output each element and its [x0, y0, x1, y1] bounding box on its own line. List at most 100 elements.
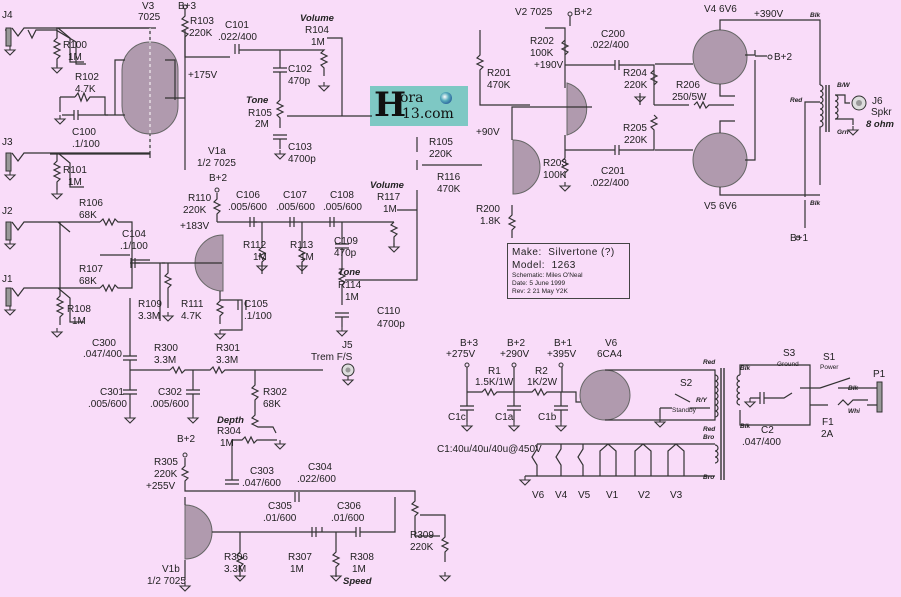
label-b2-v4: B+2	[774, 52, 793, 63]
value-r200: 1.8K	[480, 216, 501, 227]
label-r103: R103	[190, 16, 214, 27]
label-wire-red-ps1: Red	[703, 359, 716, 366]
label-v1a-voltage: +183V	[180, 221, 210, 232]
heater-label-1: V4	[555, 490, 568, 501]
label-v5: V5 6V6	[704, 201, 737, 212]
label-r301: R301	[216, 343, 240, 354]
heater-label-0: V6	[532, 490, 545, 501]
label-v3: V3	[142, 1, 155, 12]
value-r114: 1M	[345, 292, 359, 303]
watermark-line2: 13.com	[402, 106, 454, 122]
label-r204: R204	[623, 68, 647, 79]
model-label: Model:	[512, 260, 546, 271]
label-r308: R308	[350, 552, 374, 563]
value-c301: .005/600	[88, 399, 127, 410]
schematic-date: Date: 5 June 1999	[512, 280, 566, 287]
jack-j2-icon	[5, 221, 12, 241]
label-r108: R108	[67, 304, 91, 315]
label-v1b-voltage: +255V	[146, 481, 176, 492]
value-c300: .047/400	[83, 349, 122, 360]
value-r111: 4.7K	[181, 311, 202, 322]
label-r114: R114	[338, 280, 362, 291]
value-c306: .01/600	[331, 513, 365, 524]
tube-v5	[655, 60, 820, 196]
label-j2: J2	[2, 206, 13, 217]
value-c304: .022/600	[297, 474, 336, 485]
label-b2-v1b: B+2	[177, 434, 196, 445]
value-c302: .005/600	[150, 399, 189, 410]
label-r100: R100	[63, 40, 87, 51]
label-c104: C104	[122, 229, 146, 240]
label-tone-2: Tone	[338, 267, 361, 278]
label-c101: C101	[225, 20, 249, 31]
label-s3-desc: Ground	[777, 361, 799, 368]
label-c1c: C1c	[448, 412, 466, 423]
label-wire-blk-1: Blk	[810, 12, 821, 19]
label-r206: R206	[676, 80, 700, 91]
label-j3: J3	[2, 137, 13, 148]
label-r304: R304	[217, 426, 241, 437]
label-j6-desc: Spkr	[871, 107, 892, 118]
label-s2-desc: Standby	[672, 407, 697, 414]
label-c302: C302	[158, 387, 182, 398]
value-c100: .1/100	[72, 139, 100, 150]
value-r108: 1M	[72, 316, 86, 327]
label-wire-bro-1: Bro	[703, 434, 714, 441]
input-section	[4, 27, 156, 338]
label-speed: Speed	[343, 576, 372, 587]
label-v1b: V1b	[162, 564, 180, 575]
label-r306: R306	[224, 552, 248, 563]
label-r111: R111	[181, 299, 204, 310]
label-r201: R201	[487, 68, 511, 79]
label-b2-v2: B+2	[574, 7, 593, 18]
label-s3: S3	[783, 348, 796, 359]
label-r113: R113	[290, 240, 314, 251]
label-r309: R309	[410, 530, 434, 541]
label-tone-1: Tone	[246, 95, 269, 106]
tube-v2	[422, 11, 615, 238]
value-r117: 1M	[383, 204, 397, 215]
label-c105: C105	[244, 299, 268, 310]
value-r304: 1M	[220, 438, 234, 449]
label-c200: C200	[601, 29, 625, 40]
value-r104: 1M	[311, 37, 325, 48]
value-r301: 3.3M	[216, 355, 238, 366]
value-r305: 220K	[154, 469, 178, 480]
label-v3-voltage: +175V	[188, 70, 218, 81]
label-v1b-type: 1/2 7025	[147, 576, 186, 587]
heater-label-3: V1	[606, 490, 619, 501]
label-wire-blk-ps1: Blk	[740, 365, 751, 372]
value-r204: 220K	[624, 80, 648, 91]
label-c201: C201	[601, 166, 625, 177]
label-c103: C103	[288, 142, 312, 153]
label-j6-imp: 8 ohm	[866, 119, 895, 130]
value-r102: 4.7K	[75, 84, 96, 95]
label-v6: V6	[605, 338, 618, 349]
output-transformer	[795, 84, 867, 241]
label-wire-bw: B/W	[837, 82, 851, 89]
tube-v1a	[130, 187, 257, 340]
label-s1-desc: Power	[820, 364, 839, 371]
label-r202: R202	[530, 36, 554, 47]
value-c201: .022/400	[590, 178, 629, 189]
label-c2: C2	[761, 425, 774, 436]
label-j5: J5	[342, 340, 353, 351]
label-wire-bro-2: Bro	[703, 474, 714, 481]
label-v2-cathode-voltage: +90V	[476, 127, 500, 138]
jack-j3-icon	[5, 152, 12, 172]
value-c305: .01/600	[263, 513, 297, 524]
value-r205: 220K	[624, 135, 648, 146]
label-r300: R300	[154, 343, 178, 354]
label-c1b: C1b	[538, 412, 557, 423]
label-r116: R116	[437, 172, 461, 183]
label-b2-v1a: B+2	[209, 173, 228, 184]
label-r102: R102	[75, 72, 99, 83]
power-supply-section	[460, 362, 883, 486]
value-c2: .047/400	[742, 437, 781, 448]
label-j5-desc: Trem F/S	[311, 352, 353, 363]
watermark-line1: ora	[400, 90, 424, 106]
value-r302: 68K	[263, 399, 281, 410]
value-c102: 470p	[288, 76, 311, 87]
value-r2: 1K/2W	[527, 377, 558, 388]
